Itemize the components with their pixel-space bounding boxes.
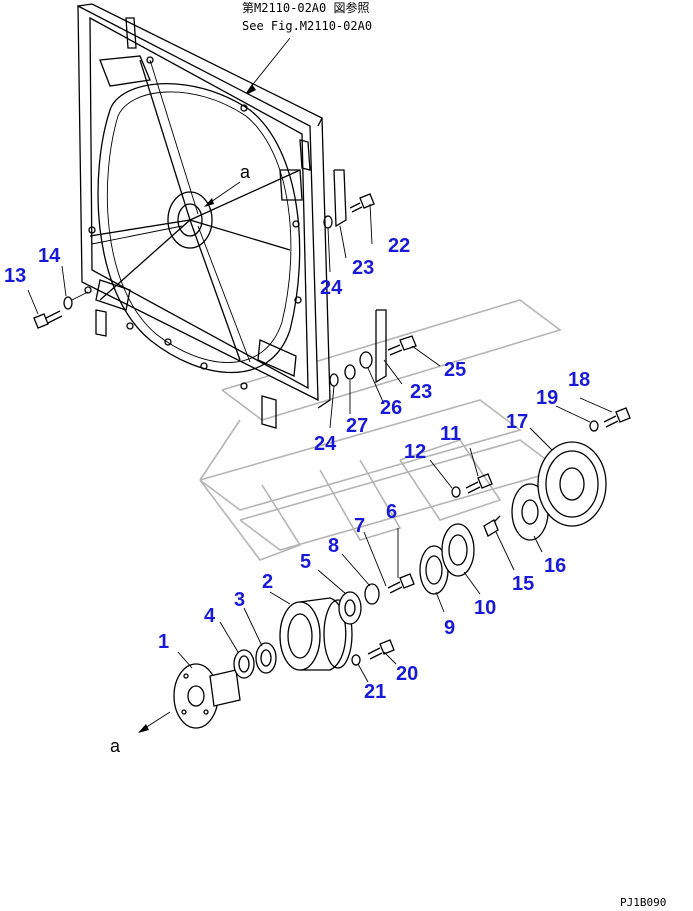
part-3-bearing: [255, 642, 277, 674]
part-1-hub-shaft: [173, 663, 241, 729]
part-2-housing: [279, 597, 353, 671]
callout-p26: 26: [380, 397, 402, 419]
fan-shroud: [77, 3, 331, 429]
callout-p3: 3: [234, 589, 245, 611]
callout-p16: 16: [544, 555, 566, 577]
callout-p12: 12: [404, 441, 426, 463]
callout-p11: 11: [440, 423, 461, 445]
callout-numbers: 1 2 3 4 5 6 7 8 9 10 11 12 13 14 15 16 1…: [4, 235, 590, 703]
view-letter-lower: a: [110, 736, 121, 756]
reference-note: 第M2110-02A0 図参照 See Fig.M2110-02A0: [242, 0, 372, 96]
view-letter-upper: a: [240, 162, 251, 182]
bolt-13-and-washer-14: [33, 291, 89, 329]
leader-lines: [27, 203, 613, 683]
reference-line-jp: 第M2110-02A0 図参照: [242, 0, 369, 15]
callout-p22: 22: [388, 235, 410, 257]
callout-p14: 14: [38, 245, 61, 267]
callout-p27: 27: [346, 415, 368, 437]
callout-p18: 18: [568, 369, 590, 391]
callout-p17: 17: [506, 411, 528, 433]
callout-p21: 21: [364, 681, 386, 703]
callout-p13: 13: [4, 265, 26, 287]
callout-p24-upper: 24: [320, 277, 343, 299]
part-17-pulley: [537, 441, 607, 527]
part-5-bearing: [338, 591, 362, 625]
reference-line-en: See Fig.M2110-02A0: [242, 19, 372, 33]
part-8-shim: [364, 583, 380, 605]
callout-p2: 2: [262, 571, 273, 593]
callout-p10: 10: [474, 597, 496, 619]
upper-bracket-group: [323, 169, 375, 229]
callout-p19: 19: [536, 387, 558, 409]
callout-p25: 25: [444, 359, 466, 381]
callout-p9: 9: [444, 617, 455, 639]
bolt-6: [387, 573, 415, 594]
callout-p4: 4: [204, 605, 216, 627]
bolt-20-washer-21: [351, 639, 395, 666]
callout-p20: 20: [396, 663, 418, 685]
callout-p6: 6: [386, 501, 397, 523]
callout-p15: 15: [512, 573, 534, 595]
lower-bracket-group: [329, 309, 417, 387]
bolt-18-washer-19: [589, 407, 631, 432]
view-a-indicator-lower: a: [110, 711, 171, 756]
callout-p8: 8: [328, 535, 339, 557]
view-a-indicator-upper: a: [204, 162, 251, 207]
callout-p23-lower: 23: [410, 381, 432, 403]
callout-p24-lower: 24: [314, 433, 337, 455]
callout-p23-upper: 23: [352, 257, 374, 279]
callout-p5: 5: [300, 551, 311, 573]
part-15-grease-nipple: [483, 515, 501, 537]
drawing-code: PJ1B090: [620, 896, 666, 909]
bolt-11-washer-12: [451, 473, 493, 498]
part-10-flange: [441, 523, 475, 577]
callout-p1: 1: [158, 631, 169, 653]
callout-p7: 7: [354, 515, 365, 537]
part-4-seal: [233, 649, 255, 679]
